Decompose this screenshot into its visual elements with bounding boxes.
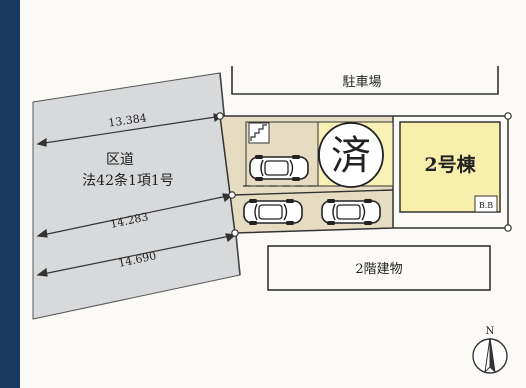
road-label-line1: 区道 bbox=[106, 152, 134, 168]
stair-icon bbox=[248, 122, 270, 144]
boundary-markers bbox=[216, 112, 512, 237]
neighbor-building bbox=[267, 245, 491, 291]
neighbor-building-label: 2階建物 bbox=[355, 262, 402, 277]
sold-badge bbox=[318, 122, 384, 188]
dimension-top: 13.384 bbox=[108, 111, 148, 129]
sold-badge-label: 済 bbox=[331, 133, 371, 179]
building-2-label: 2号棟 bbox=[424, 153, 476, 176]
parking-label: 駐車場 bbox=[342, 75, 381, 90]
road-label-line2: 法42条1項1号 bbox=[82, 172, 174, 189]
parking-area bbox=[231, 66, 499, 95]
utility-box bbox=[474, 195, 498, 213]
car-icon bbox=[321, 198, 381, 226]
car-icon bbox=[243, 198, 303, 226]
car-icon bbox=[249, 154, 309, 182]
utility-box-label: B.B bbox=[479, 201, 493, 210]
lot-divider bbox=[231, 189, 394, 196]
compass-icon bbox=[472, 337, 508, 374]
lot-boundary bbox=[393, 115, 509, 229]
compass-north-label: N bbox=[486, 326, 495, 337]
road-area bbox=[32, 72, 241, 320]
